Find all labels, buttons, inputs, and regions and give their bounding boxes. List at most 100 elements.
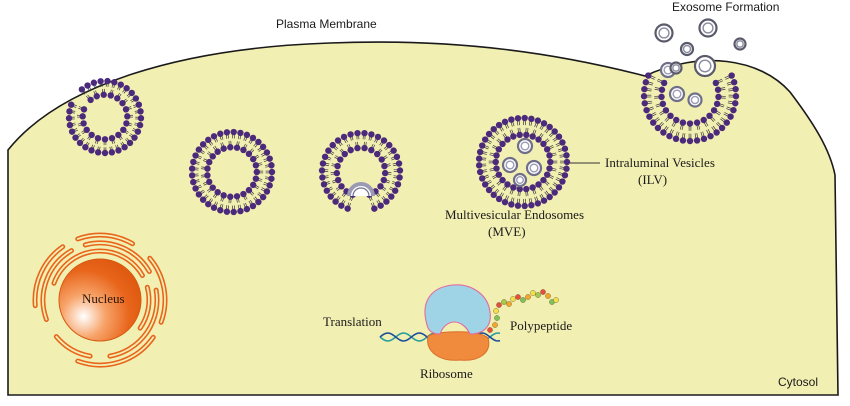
exosome-outer: [654, 23, 674, 43]
lipid-head: [259, 193, 267, 201]
lipid-head: [120, 126, 127, 134]
lipid-head: [237, 207, 244, 215]
exosome-outer: [698, 18, 718, 38]
lipid-head: [540, 120, 548, 127]
lipid-head: [66, 121, 74, 129]
amino-acid-bead: [553, 297, 559, 303]
lipid-head: [354, 144, 361, 152]
amino-acid-bead: [492, 322, 498, 328]
lipid-head: [325, 147, 332, 154]
amino-acid-bead: [487, 327, 493, 333]
ilv-outer: [512, 172, 528, 188]
lipid-head: [528, 201, 535, 209]
ilv-outer: [668, 85, 686, 103]
amino-acid-bead: [496, 302, 502, 308]
ilv-inner: [529, 163, 539, 173]
exosome-formation-label: Exosome Formation: [672, 0, 780, 14]
nucleus-label: Nucleus: [82, 291, 125, 306]
inward-bud-membrane: [347, 182, 375, 197]
cell-cytosol: [7, 41, 839, 396]
lipid-head: [204, 165, 211, 172]
er-cisterna-lumen: [84, 242, 151, 273]
lipid-head: [195, 191, 203, 198]
vesicle-layer: [65, 18, 747, 216]
ilv-label-line2: (ILV): [638, 172, 668, 187]
lipid-head: [529, 133, 536, 140]
lipid-head: [237, 129, 244, 137]
lipid-head: [320, 181, 328, 188]
lipid-head: [249, 202, 257, 210]
lipid-head: [204, 172, 211, 179]
lipid-head: [374, 133, 382, 141]
lipid-head: [693, 137, 701, 144]
lipid-head: [514, 115, 522, 122]
lipid-head: [227, 144, 234, 151]
lipid-head: [82, 143, 89, 151]
lipid-head: [252, 175, 260, 182]
lipid-head: [195, 146, 203, 153]
lipid-head: [499, 176, 506, 184]
lipid-head: [551, 128, 558, 135]
lipid-head: [563, 158, 571, 166]
lipid-head: [209, 153, 216, 160]
lipid-head: [123, 120, 130, 127]
lipid-head: [227, 193, 234, 200]
lipid-head: [732, 85, 739, 93]
lipid-head: [319, 160, 327, 167]
lipid-head: [321, 153, 329, 161]
lipid-head: [547, 158, 554, 166]
lipid-head: [122, 106, 130, 113]
ilv-outer: [687, 92, 703, 108]
lipid-head: [516, 185, 523, 193]
lipid-head: [499, 140, 506, 148]
intraluminal-vesicle: [668, 85, 686, 103]
translation-label: Translation: [323, 314, 382, 329]
lipid-head: [714, 86, 722, 93]
lipid-head: [396, 167, 404, 174]
lipid-head: [83, 126, 90, 134]
lipid-head: [263, 149, 271, 156]
ilv-inner: [520, 141, 530, 151]
amino-acid-bead: [545, 293, 551, 299]
lipid-head: [377, 202, 384, 209]
lipid-head: [344, 205, 351, 212]
lipid-head: [641, 100, 648, 107]
lipid-head: [115, 131, 122, 139]
lipid-head: [80, 120, 87, 127]
lipid-head: [206, 178, 213, 186]
lipid-head: [642, 79, 650, 86]
lipid-head: [249, 134, 257, 142]
lipid-head: [485, 186, 493, 194]
lipid-head: [137, 108, 144, 115]
lipid-head: [347, 131, 354, 138]
lipid-head: [188, 172, 196, 179]
inward-bud: [347, 182, 375, 197]
lipid-head: [255, 198, 262, 206]
lipid-head: [383, 198, 390, 205]
lipid-head: [654, 124, 662, 132]
lipid-head: [686, 137, 694, 145]
lipid-head: [528, 115, 535, 123]
lipid-head: [334, 162, 341, 170]
lipid-head: [65, 115, 73, 122]
lipid-head: [101, 149, 109, 157]
inward-bud-inner: [352, 187, 370, 197]
exosome: [654, 23, 674, 43]
lipid-head: [646, 113, 653, 120]
lipid-head: [660, 79, 668, 87]
lipid-head: [259, 143, 267, 151]
amino-acid-bead: [501, 299, 507, 305]
lipid-head: [240, 146, 247, 154]
lipid-head: [393, 153, 401, 161]
lipid-head: [233, 144, 241, 151]
lipid-head: [392, 187, 399, 194]
lipid-head: [128, 89, 135, 97]
lipid-head: [117, 81, 124, 88]
lipid-head: [730, 106, 737, 114]
exosome: [669, 61, 683, 75]
lipid-head: [335, 176, 342, 184]
amino-acid-bead: [515, 294, 521, 300]
lipid-head: [214, 148, 221, 155]
exosome-inner: [658, 27, 670, 39]
